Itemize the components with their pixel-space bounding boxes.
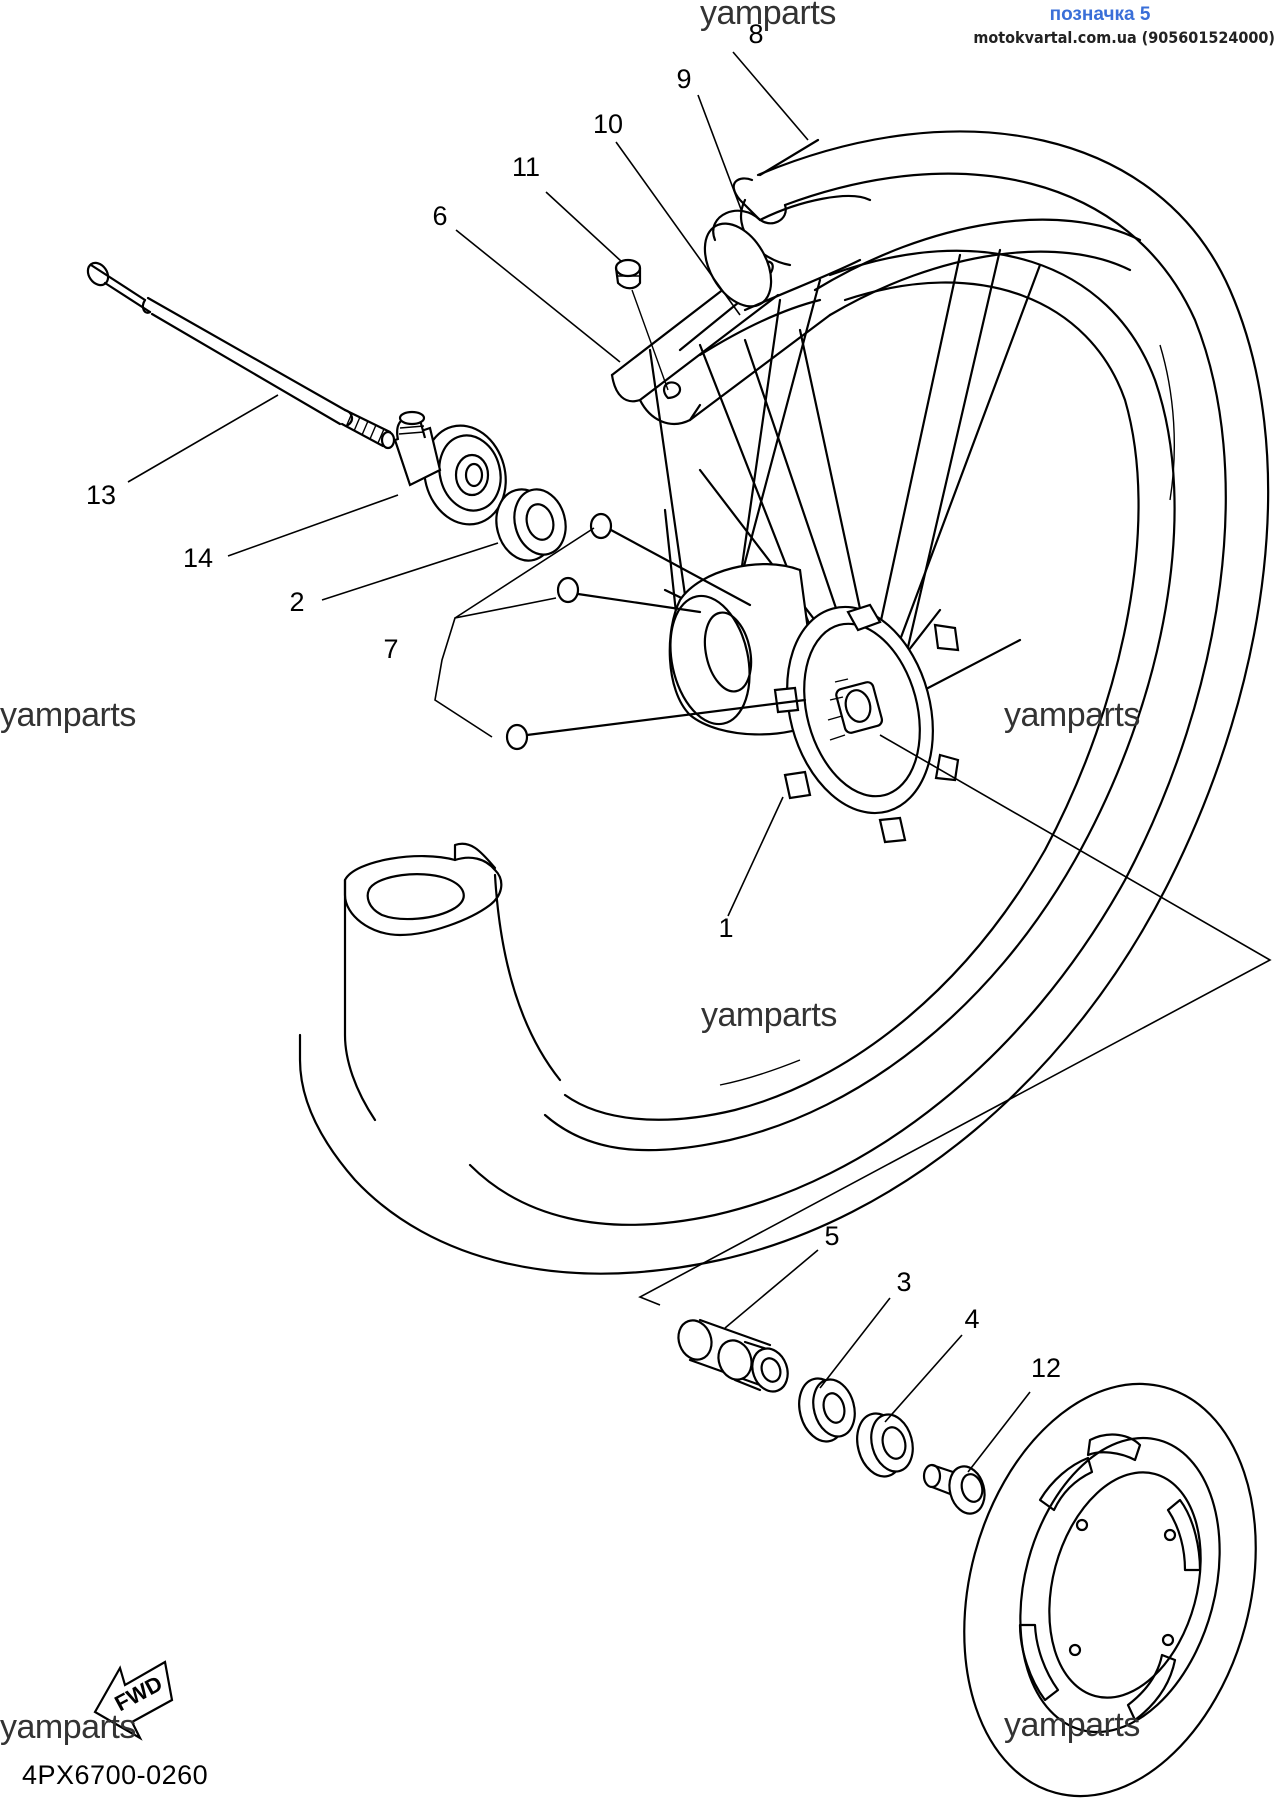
collar [677, 1318, 789, 1393]
valve-cap [614, 258, 669, 391]
bearing-left [495, 488, 567, 562]
diagram-code: 4PX6700-0260 [22, 1760, 209, 1790]
brake-disc [963, 1382, 1257, 1798]
rim-band [698, 298, 822, 357]
watermark-top: yamparts [700, 0, 836, 32]
hub [668, 563, 960, 844]
bearing-right [798, 1377, 856, 1443]
rim [610, 218, 1142, 425]
callout-10: 10 [593, 109, 623, 139]
watermark-center: yamparts [701, 996, 837, 1034]
axle [86, 261, 396, 450]
watermark-bottom-left: yamparts [0, 1708, 136, 1746]
callout-6: 6 [432, 201, 447, 231]
spokes [648, 248, 1042, 702]
callout-3: 3 [896, 1267, 911, 1297]
speedometer-gear-unit [393, 410, 507, 526]
watermark-bottom-right: yamparts [1004, 1706, 1140, 1744]
callout-11: 11 [512, 152, 540, 182]
tube [703, 194, 872, 312]
callout-7: 7 [383, 634, 398, 664]
callout-12: 12 [1031, 1353, 1061, 1383]
watermark-right: yamparts [1004, 696, 1140, 734]
watermark-left: yamparts [0, 696, 136, 734]
oil-seal [856, 1412, 914, 1478]
source-caption: motokvartal.com.ua (905601524000) [973, 28, 1275, 47]
fwd-arrow-icon: FWD [93, 1660, 174, 1741]
callout-9: 9 [676, 64, 691, 94]
callout-1: 1 [718, 913, 733, 943]
leader-lines [127, 51, 1031, 1473]
part-marker-label: позначка 5 [1049, 4, 1151, 25]
callout-2: 2 [289, 587, 304, 617]
tire [298, 130, 1270, 1275]
callout-8: 8 [748, 19, 763, 49]
callouts: 1 2 3 4 5 6 7 8 9 10 11 12 13 14 [86, 19, 1061, 1383]
callout-4: 4 [964, 1304, 979, 1334]
spoke-set [505, 512, 807, 751]
callout-13: 13 [86, 480, 116, 510]
callout-14: 14 [183, 543, 213, 573]
assembly-centerline [638, 734, 1272, 1306]
disc-bolt [922, 1463, 986, 1515]
callout-5: 5 [824, 1221, 839, 1251]
